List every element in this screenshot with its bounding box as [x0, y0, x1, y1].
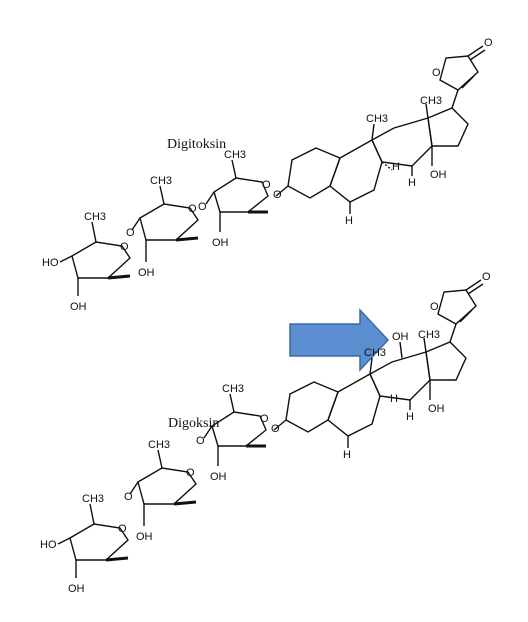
sugar-2-top — [131, 185, 199, 262]
a-ring-top — [287, 147, 341, 199]
hydroxyl-label: OH — [212, 237, 229, 249]
sugar-3-bottom — [57, 503, 129, 578]
glycoside-o: O — [124, 491, 133, 503]
hydrogen-label: H — [343, 449, 351, 461]
carbonyl-o-bottom: O — [482, 271, 491, 283]
hydroxyl-label: OH — [70, 301, 87, 313]
labels-digitoxin: O O CH3 CH3 H H OH H O O CH3 OH O O CH3 … — [42, 37, 493, 313]
hydrogen-label: H — [408, 177, 416, 189]
sugar-ring-o: O — [188, 203, 197, 215]
lactone-ring-top — [439, 45, 486, 109]
hydroxyl-label: HO — [42, 257, 59, 269]
digoxin-structure — [57, 279, 484, 578]
sugar-ring-o: O — [120, 241, 129, 253]
methyl-label: CH3 — [222, 383, 244, 395]
methyl-label: CH3 — [148, 439, 170, 451]
sugar-ring-o: O — [260, 413, 269, 425]
hydroxyl-label: OH — [136, 531, 153, 543]
sugar-1-bottom — [203, 393, 267, 466]
methyl-label: CH3 — [224, 149, 246, 161]
hydroxyl-label: OH — [138, 267, 155, 279]
b-ring-top — [329, 139, 383, 203]
hydrogen-label: H — [406, 411, 414, 423]
lactone-o-bottom: O — [430, 301, 439, 313]
methyl-label: CH3 — [366, 113, 388, 125]
digitoxin-structure — [59, 45, 486, 296]
d-ring-top — [427, 107, 469, 147]
glycoside-o: O — [126, 227, 135, 239]
glycoside-o: O — [271, 423, 280, 435]
sugar-1-top — [205, 159, 269, 232]
right-arrow-icon — [289, 308, 390, 372]
methyl-label: CH3 — [82, 493, 104, 505]
glycoside-o: O — [196, 435, 205, 447]
hydrogen-label: H — [390, 393, 398, 405]
methyl-label: CH3 — [364, 347, 386, 359]
hydroxyl-label: OH — [68, 583, 85, 595]
hydroxyl-label: OH — [210, 471, 227, 483]
hydrogen-label: H — [392, 161, 400, 173]
hydroxyl-label: HO — [40, 539, 57, 551]
hydrogen-label: H — [345, 215, 353, 227]
sugar-ring-o: O — [186, 467, 195, 479]
a-ring-bottom — [285, 381, 339, 433]
lactone-o-top: O — [432, 67, 441, 79]
glycoside-o: O — [198, 201, 207, 213]
carbonyl-o-top: O — [484, 37, 493, 49]
caption-digoksin: Digoksin — [168, 416, 220, 431]
labels-digoxin: O O CH3 OH CH3 H H OH H O O CH3 OH O O C… — [40, 271, 491, 595]
methyl-label: CH3 — [418, 329, 440, 341]
sugar-3-top — [59, 221, 131, 296]
sugar-2-bottom — [129, 449, 197, 526]
methyl-label: CH3 — [84, 211, 106, 223]
b-ring-bottom — [327, 373, 381, 437]
d-ring-bottom — [425, 341, 467, 381]
sugar-ring-o: O — [262, 179, 271, 191]
hydroxyl-label: OH — [392, 331, 409, 343]
hydroxyl-label: OH — [430, 169, 447, 181]
lactone-ring-bottom — [437, 279, 484, 343]
glycoside-o: O — [273, 189, 282, 201]
methyl-label: CH3 — [420, 95, 442, 107]
methyl-label: CH3 — [150, 175, 172, 187]
hydroxyl-label: OH — [428, 403, 445, 415]
caption-digitoksin: Digitoksin — [167, 137, 227, 152]
sugar-ring-o: O — [118, 523, 127, 535]
